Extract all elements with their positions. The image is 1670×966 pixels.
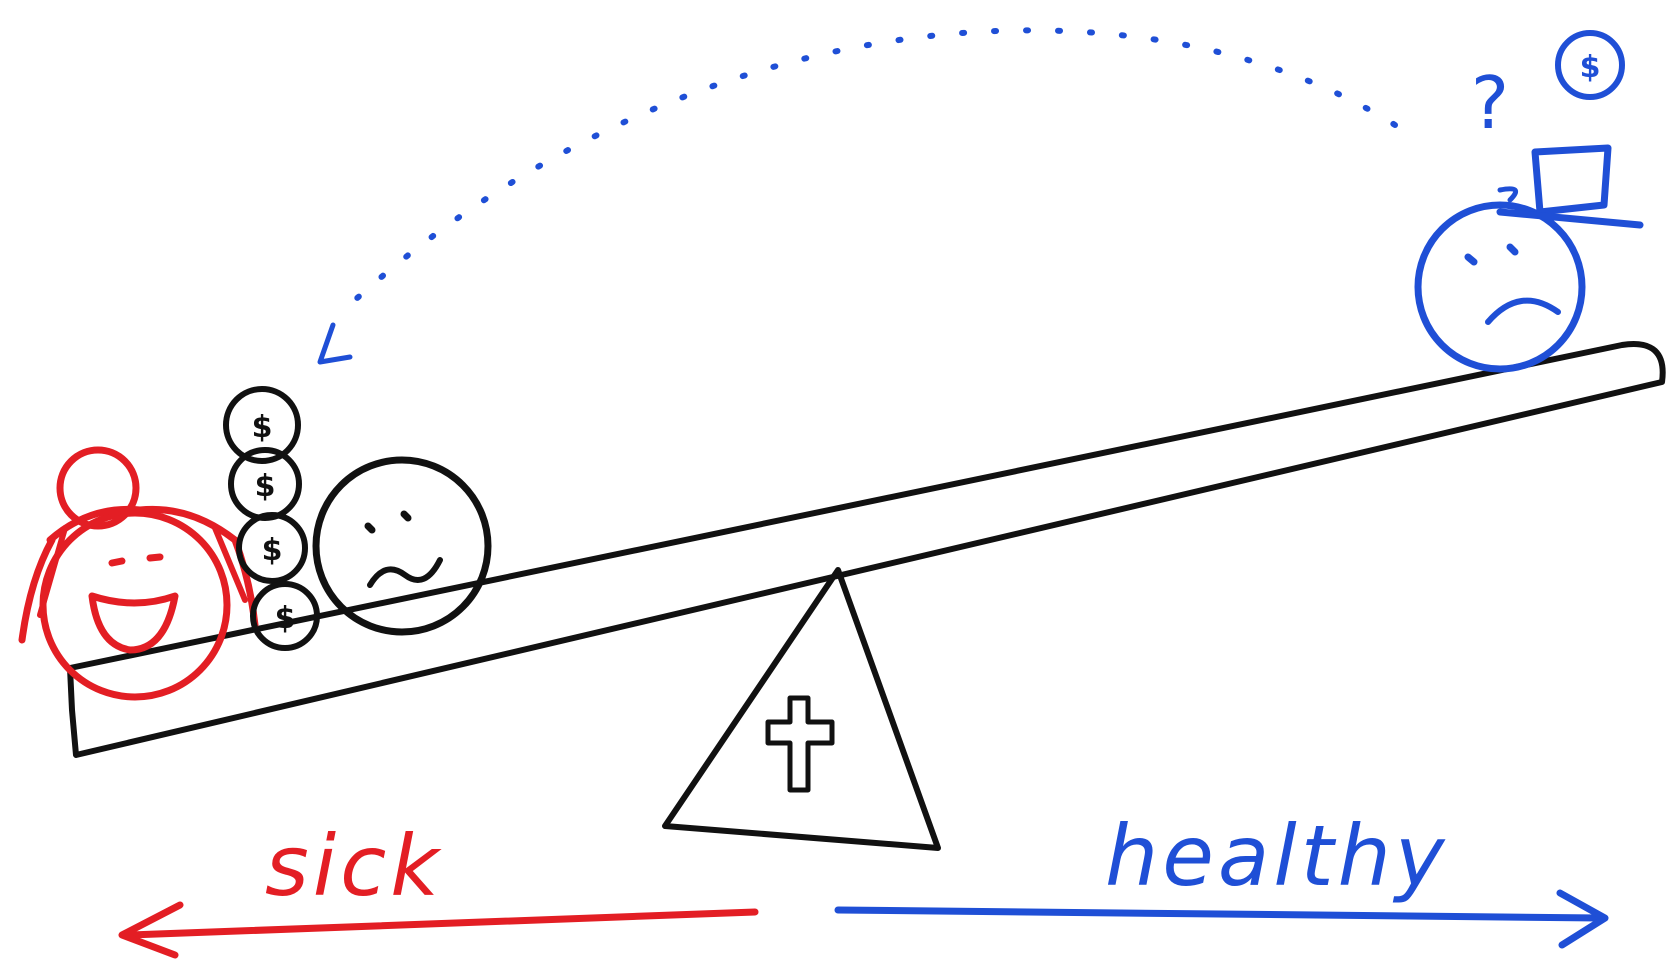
- healthy-label: healthy: [1105, 807, 1449, 905]
- medical-cross-icon: [765, 695, 835, 793]
- sick-label: sick: [265, 817, 443, 915]
- coin-icon: $: [236, 512, 308, 584]
- sad-person-icon: [312, 456, 492, 636]
- sick-direction: sick: [118, 817, 759, 959]
- coin-icon: $: [1555, 30, 1625, 100]
- happy-sick-person-icon: [18, 446, 259, 701]
- coin-stack: $ $ $ $: [223, 386, 320, 651]
- coin-symbol: $: [255, 469, 276, 504]
- coin-symbol: $: [1580, 50, 1601, 85]
- sad-rich-healthy-person-icon: $ ?: [1414, 30, 1644, 373]
- coin-icon: $: [250, 581, 320, 651]
- transfer-arc: [317, 27, 1398, 365]
- coin-icon: $: [223, 386, 301, 464]
- coin-symbol: $: [275, 601, 296, 636]
- coin-symbol: $: [252, 410, 273, 445]
- question-mark: ?: [1471, 61, 1509, 145]
- seesaw-plank: [67, 341, 1666, 758]
- healthy-direction: healthy: [834, 807, 1609, 949]
- fulcrum: [662, 567, 941, 851]
- coin-symbol: $: [262, 533, 283, 568]
